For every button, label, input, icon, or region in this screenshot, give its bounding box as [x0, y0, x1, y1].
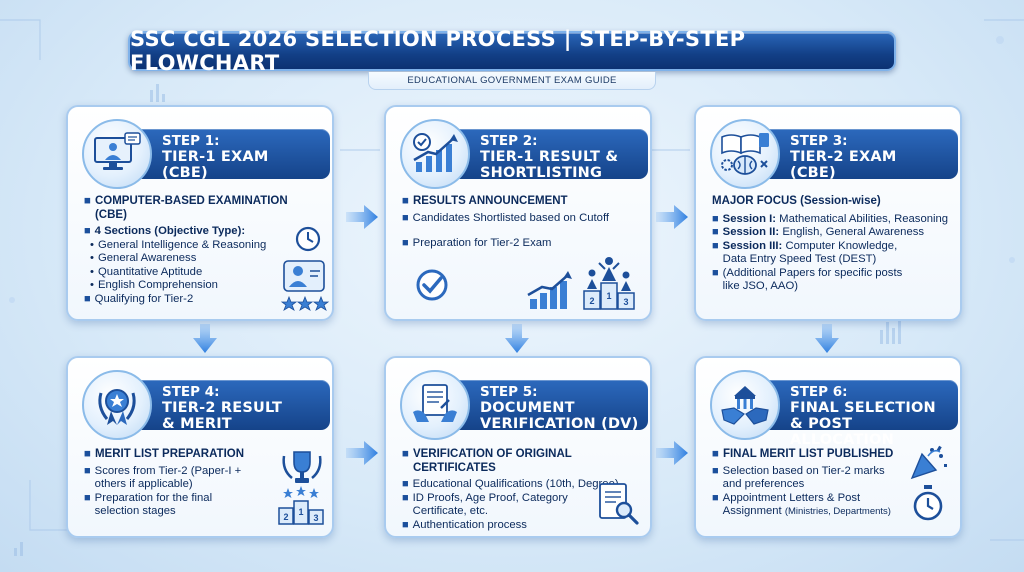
- step-5-title-line1: DOCUMENT: [480, 400, 575, 416]
- document-sign-icon: [400, 370, 470, 440]
- party-popper-icon: [910, 445, 947, 480]
- step-3-title-line2: (CBE): [790, 165, 836, 181]
- session-3-name: Session III:: [722, 239, 783, 252]
- winners-podium-icon: 2 1 3: [583, 257, 635, 310]
- page-subtitle: EDUCATIONAL GOVERNMENT EXAM GUIDE: [368, 72, 656, 90]
- step-6-heading: FINAL MERIT LIST PUBLISHED: [722, 448, 894, 460]
- step-6-card: STEP 6: FINAL SELECTION & POST ALLOCATIO…: [694, 356, 962, 538]
- step-4-title-line1: TIER-2 RESULT: [162, 400, 283, 416]
- arrow-step5-to-step6: [656, 441, 688, 465]
- step-4-preparation-cont: selection stages: [94, 505, 176, 517]
- handshake-icon: [710, 370, 780, 440]
- podium-label-1: 1: [606, 291, 611, 301]
- step-3-card: STEP 3: TIER-2 EXAM (CBE) MAJOR FOCUS (S…: [694, 105, 962, 321]
- stopwatch-icon: [913, 485, 943, 521]
- step-2-banner: STEP 2: TIER-1 RESULT & SHORTLISTING: [448, 129, 648, 181]
- podium-label-3: 3: [313, 513, 318, 523]
- step-4-label: STEP 4:: [162, 384, 220, 400]
- step-3-additional-papers: (Additional Papers for specific posts: [722, 266, 903, 279]
- arrow-step4-to-step5: [346, 441, 378, 465]
- step-6-selection-cont: and preferences: [722, 478, 805, 490]
- step-5-authentication: Authentication process: [412, 518, 527, 531]
- step-4-card: STEP 4: TIER-2 RESULT & MERIT ■MERIT LIS…: [66, 356, 334, 538]
- step-4-banner: STEP 4: TIER-2 RESULT & MERIT: [130, 380, 330, 432]
- arrow-down-step1: [193, 324, 217, 353]
- session-3-text: Computer Knowledge,: [785, 239, 898, 252]
- step-1-section-item: Quantitative Aptitude: [97, 265, 203, 278]
- arrow-down-step3: [815, 324, 839, 353]
- step-1-card: STEP 1: TIER-1 EXAM (CBE) ■COMPUTER-BASE…: [66, 105, 334, 321]
- document-search-icon: [599, 483, 639, 525]
- candidate-rating-icon: [280, 260, 330, 311]
- arrow-step1-to-step2: [346, 205, 378, 229]
- step-5-id-proofs-cont: Certificate, etc.: [412, 505, 488, 517]
- check-circle-icon: [416, 269, 448, 301]
- bar-chart-icon: [527, 271, 572, 309]
- session-2-name: Session II:: [722, 226, 780, 238]
- step-1-section-item: English Comprehension: [97, 279, 218, 291]
- step-4-preparation: Preparation for the final: [94, 491, 213, 504]
- step-5-id-proofs: ID Proofs, Age Proof, Category: [412, 491, 568, 504]
- step-1-qualifying: Qualifying for Tier-2: [94, 292, 194, 305]
- step-6-assignment: Assignment: [722, 505, 782, 517]
- podium-label-2: 2: [589, 296, 594, 306]
- step-6-banner: STEP 6: FINAL SELECTION & POST ALLOCATIO…: [758, 380, 958, 448]
- trophy-icon: [282, 451, 322, 483]
- step-1-heading: COMPUTER-BASED EXAMINATION (CBE): [94, 195, 288, 221]
- step-6-appointment: Appointment Letters & Post: [722, 491, 861, 504]
- clock-icon: [295, 226, 321, 252]
- step-5-title-line2: VERIFICATION (DV): [480, 416, 639, 432]
- step-6-label: STEP 6:: [790, 384, 848, 400]
- arrow-step2-to-step3: [656, 205, 688, 229]
- award-medal-icon: [82, 370, 152, 440]
- step-1-section-item: General Intelligence & Reasoning: [97, 238, 267, 251]
- step-1-banner: STEP 1: TIER-1 EXAM (CBE): [130, 129, 330, 181]
- step-4-title-line2: & MERIT: [162, 416, 232, 432]
- step-5-qualifications: Educational Qualifications (10th, Degree…: [412, 478, 619, 490]
- step-2-title-line1: TIER-1 RESULT &: [480, 149, 619, 165]
- step-3-label: STEP 3:: [790, 133, 848, 149]
- step-2-preparation: Preparation for Tier-2 Exam: [412, 237, 552, 249]
- step-2-heading: RESULTS ANNOUNCEMENT: [412, 195, 568, 207]
- arrow-down-step2: [505, 324, 529, 353]
- step-3-banner: STEP 3: TIER-2 EXAM (CBE): [758, 129, 958, 181]
- step-1-title-line2: (CBE): [162, 165, 208, 181]
- growth-chart-icon: [400, 119, 470, 189]
- session-2-text: English, General Awareness: [782, 226, 925, 238]
- step-1-section-item: General Awareness: [97, 252, 197, 264]
- step-6-title-line2: & POST ALLOCATION: [790, 416, 894, 448]
- session-3-text2: Data Entry Speed Test (DEST): [722, 253, 877, 265]
- page-title: SSC CGL 2026 SELECTION PROCESS | STEP-BY…: [130, 27, 746, 75]
- session-1-name: Session I:: [722, 212, 777, 225]
- step-5-card: STEP 5: DOCUMENT VERIFICATION (DV) ■VERI…: [384, 356, 652, 538]
- brain-books-icon: [710, 119, 780, 189]
- step-3-title-line1: TIER-2 EXAM: [790, 149, 897, 165]
- step-6-title-line1: FINAL SELECTION: [790, 400, 936, 416]
- step-5-heading: VERIFICATION OF ORIGINAL CERTIFICATES: [412, 448, 572, 474]
- computer-exam-icon: [82, 119, 152, 189]
- step-5-label: STEP 5:: [480, 384, 538, 400]
- step-4-heading: MERIT LIST PREPARATION: [94, 448, 245, 460]
- step-2-title-line2: SHORTLISTING: [480, 165, 603, 181]
- step-2-label: STEP 2:: [480, 133, 538, 149]
- step-1-sections: 4 Sections (Objective Type):: [94, 225, 246, 237]
- podium-label-1: 1: [298, 507, 303, 517]
- step-5-banner: STEP 5: DOCUMENT VERIFICATION (DV): [448, 380, 648, 432]
- step-1-label: STEP 1:: [162, 133, 220, 149]
- step-1-title-line1: TIER-1 EXAM: [162, 149, 269, 165]
- podium-label-2: 2: [283, 512, 288, 522]
- step-6-ministries: (Ministries, Departments): [784, 506, 891, 517]
- podium-stars-icon: 2 1 3: [278, 486, 324, 525]
- step-4-scores-cont: others if applicable): [94, 478, 193, 490]
- title-banner: SSC CGL 2026 SELECTION PROCESS | STEP-BY…: [128, 27, 896, 75]
- step-4-scores: Scores from Tier-2 (Paper-I +: [94, 464, 242, 477]
- session-1-text: Mathematical Abilities, Reasoning: [779, 212, 949, 225]
- step-3-additional-posts: like JSO, AAO): [722, 280, 798, 292]
- step-2-card: STEP 2: TIER-1 RESULT & SHORTLISTING ■RE…: [384, 105, 652, 321]
- step-3-heading: MAJOR FOCUS (Session-wise): [712, 195, 881, 207]
- podium-label-3: 3: [623, 297, 628, 307]
- step-6-selection: Selection based on Tier-2 marks: [722, 464, 885, 477]
- step-2-shortlisted: Candidates Shortlisted based on Cutoff: [412, 211, 610, 224]
